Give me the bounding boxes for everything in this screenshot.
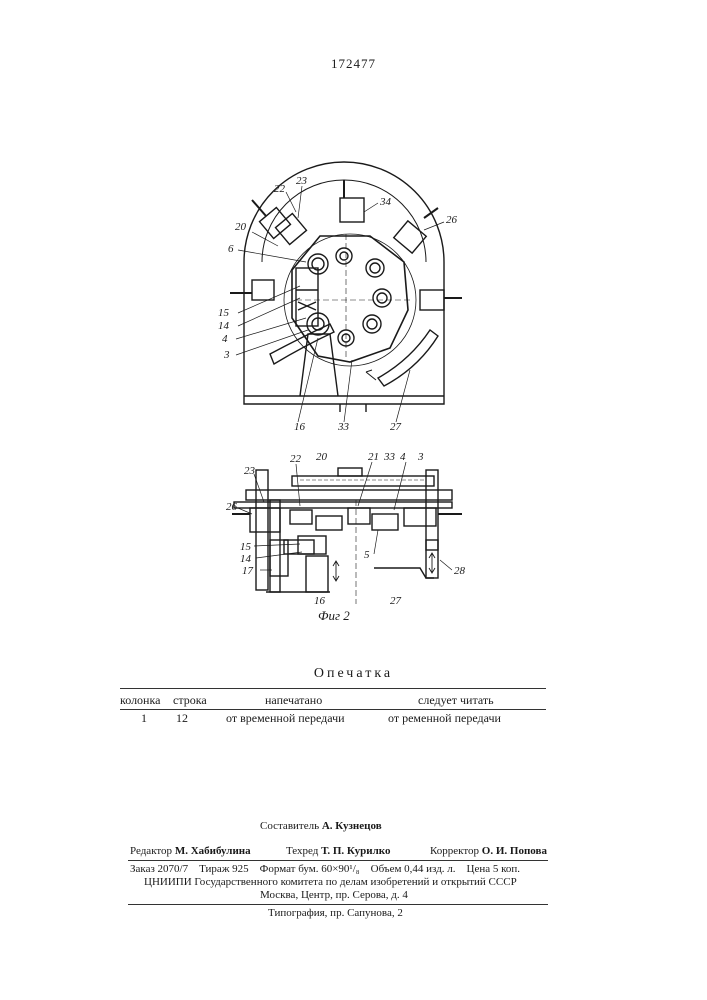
errata-cell-column: 1 xyxy=(141,711,147,726)
label-4: 4 xyxy=(222,333,228,345)
label-14: 14 xyxy=(218,320,230,332)
editor-label: Редактор xyxy=(130,845,172,857)
label-side-3: 3 xyxy=(417,451,424,463)
corrector-name: О. И. Попова xyxy=(482,845,547,857)
label-3: 3 xyxy=(223,349,230,361)
label-side-20: 20 xyxy=(316,451,328,463)
label-26: 26 xyxy=(446,214,458,226)
address-line: Москва, Центр, пр. Серова, д. 4 xyxy=(260,889,408,901)
errata-cell-line: 12 xyxy=(176,711,188,726)
label-33: 33 xyxy=(337,421,350,433)
label-15: 15 xyxy=(218,307,230,319)
label-side-33: 33 xyxy=(383,451,396,463)
compiler-name: А. Кузнецов xyxy=(322,820,382,832)
figure-2-drawing: 22 23 34 20 26 6 15 14 4 3 16 33 27 23 2… xyxy=(0,0,707,640)
label-side-14: 14 xyxy=(240,553,252,565)
top-view xyxy=(230,162,462,412)
errata-top-rule xyxy=(120,688,546,689)
editor-name: М. Хабибулина xyxy=(175,845,251,857)
label-side-21: 21 xyxy=(368,451,379,463)
errata-title: Опечатка xyxy=(0,666,707,682)
label-20: 20 xyxy=(235,221,247,233)
label-27: 27 xyxy=(390,421,402,433)
errata-header-rule xyxy=(120,709,546,710)
tech-name: Т. П. Курилко xyxy=(321,845,390,857)
order-line: Заказ 2070/7 Тираж 925 Формат бум. 60×90… xyxy=(130,863,520,875)
label-side-15: 15 xyxy=(240,541,252,553)
tech-label: Техред xyxy=(286,845,318,857)
tech-line: Техред Т. П. Курилко xyxy=(286,845,390,857)
label-34: 34 xyxy=(379,196,392,208)
label-22: 22 xyxy=(274,183,286,195)
footer-rule-bottom xyxy=(128,904,548,905)
institute-line: ЦНИИПИ Государственного комитета по дела… xyxy=(144,876,517,888)
label-side-26: 26 xyxy=(226,501,238,513)
side-view xyxy=(232,468,462,604)
label-side-16: 16 xyxy=(314,595,326,607)
typography-line: Типография, пр. Сапунова, 2 xyxy=(268,907,403,919)
errata-header-printed: напечатано xyxy=(265,693,322,708)
corrector-label: Корректор xyxy=(430,845,479,857)
errata-header-column: колонка xyxy=(120,693,160,708)
errata-cell-should-read: от ременной передачи xyxy=(388,711,501,726)
errata-header-line: строка xyxy=(173,693,207,708)
editor-line: Редактор М. Хабибулина xyxy=(130,845,251,857)
label-side-23: 23 xyxy=(244,465,256,477)
label-side-17: 17 xyxy=(242,565,254,577)
label-side-28: 28 xyxy=(454,565,466,577)
label-side-5: 5 xyxy=(364,549,370,561)
label-side-22: 22 xyxy=(290,453,302,465)
footer-rule-top xyxy=(128,860,548,861)
errata-cell-printed: от временной передачи xyxy=(226,711,345,726)
figure-caption: Фиг 2 xyxy=(318,608,350,624)
label-6: 6 xyxy=(228,243,234,255)
corrector-line: Корректор О. И. Попова xyxy=(430,845,547,857)
compiler-label: Составитель xyxy=(260,820,319,832)
label-side-27: 27 xyxy=(390,595,402,607)
label-side-4: 4 xyxy=(400,451,406,463)
errata-header-should-read: следует читать xyxy=(418,693,494,708)
compiler-line: Составитель А. Кузнецов xyxy=(260,820,382,832)
label-23: 23 xyxy=(296,175,308,187)
label-16: 16 xyxy=(294,421,306,433)
